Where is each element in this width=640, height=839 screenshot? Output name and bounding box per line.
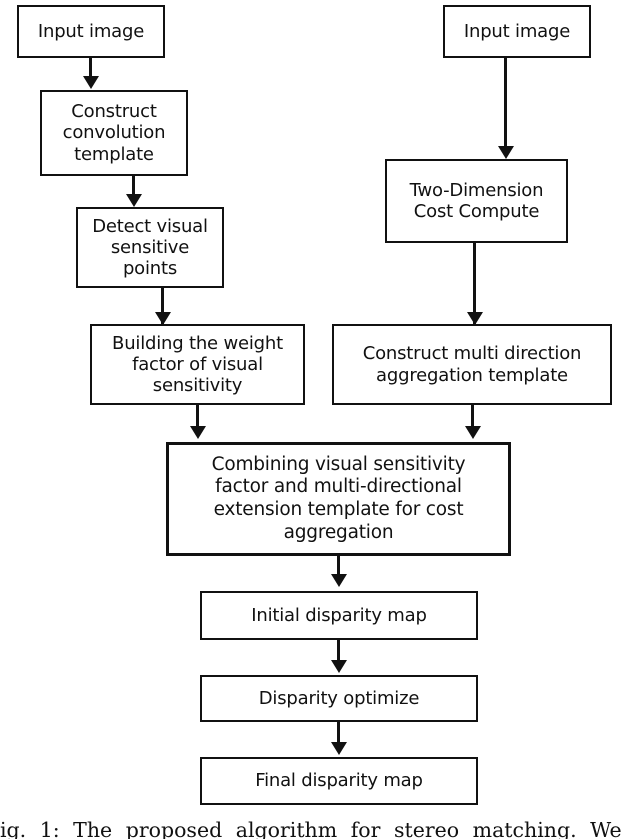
arrowhead-detect-points [126,194,142,207]
figure-caption: ig. 1: The proposed algorithm for stereo… [0,818,640,839]
figure-caption-text: ig. 1: The proposed algorithm for stereo… [0,818,622,839]
node-two-dimension-cost-compute: Two-Dimension Cost Compute [385,159,568,243]
node-combining-visual-sensitivity: Combining visual sensitivity factor and … [166,442,511,556]
arrowhead-final-disparity [331,742,347,755]
arrowhead-initial-disparity [331,574,347,587]
node-building-weight-factor: Building the weight factor of visual sen… [90,324,305,405]
node-final-disparity-map: Final disparity map [200,757,478,805]
edge-detect-points-to-weight-factor [161,288,164,326]
arrowhead-combining-left [190,426,206,439]
arrowhead-disparity-optimize [331,660,347,673]
edge-disparity-optimize-to-final-disparity [337,722,340,750]
edge-weight-factor-to-combining [196,405,199,433]
edge-combining-to-initial-disparity [337,556,340,580]
node-construct-convolution-template: Construct convolution template [40,90,188,176]
arrowhead-weight-factor [155,312,171,325]
node-input-right: Input image [443,5,591,58]
edge-initial-disparity-to-disparity-optimize [337,640,340,668]
node-disparity-optimize: Disparity optimize [200,675,478,722]
node-detect-visual-sensitive-points: Detect visual sensitive points [76,207,224,288]
arrowhead-construct-conv [83,76,99,89]
edge-multi-direction-to-combining [471,405,474,433]
arrowhead-combining-right [465,426,481,439]
arrowhead-cost-compute [498,146,514,159]
node-initial-disparity-map: Initial disparity map [200,591,478,640]
node-input-left: Input image [17,5,165,58]
edge-construct-conv-to-detect-points [132,176,135,203]
node-construct-multi-direction-template: Construct multi direction aggregation te… [332,324,612,405]
edge-input-left-to-construct-conv [89,58,92,82]
edge-input-right-to-cost-compute [504,58,507,153]
arrowhead-multi-direction [467,312,483,325]
edge-cost-compute-to-multi-direction [473,243,476,326]
